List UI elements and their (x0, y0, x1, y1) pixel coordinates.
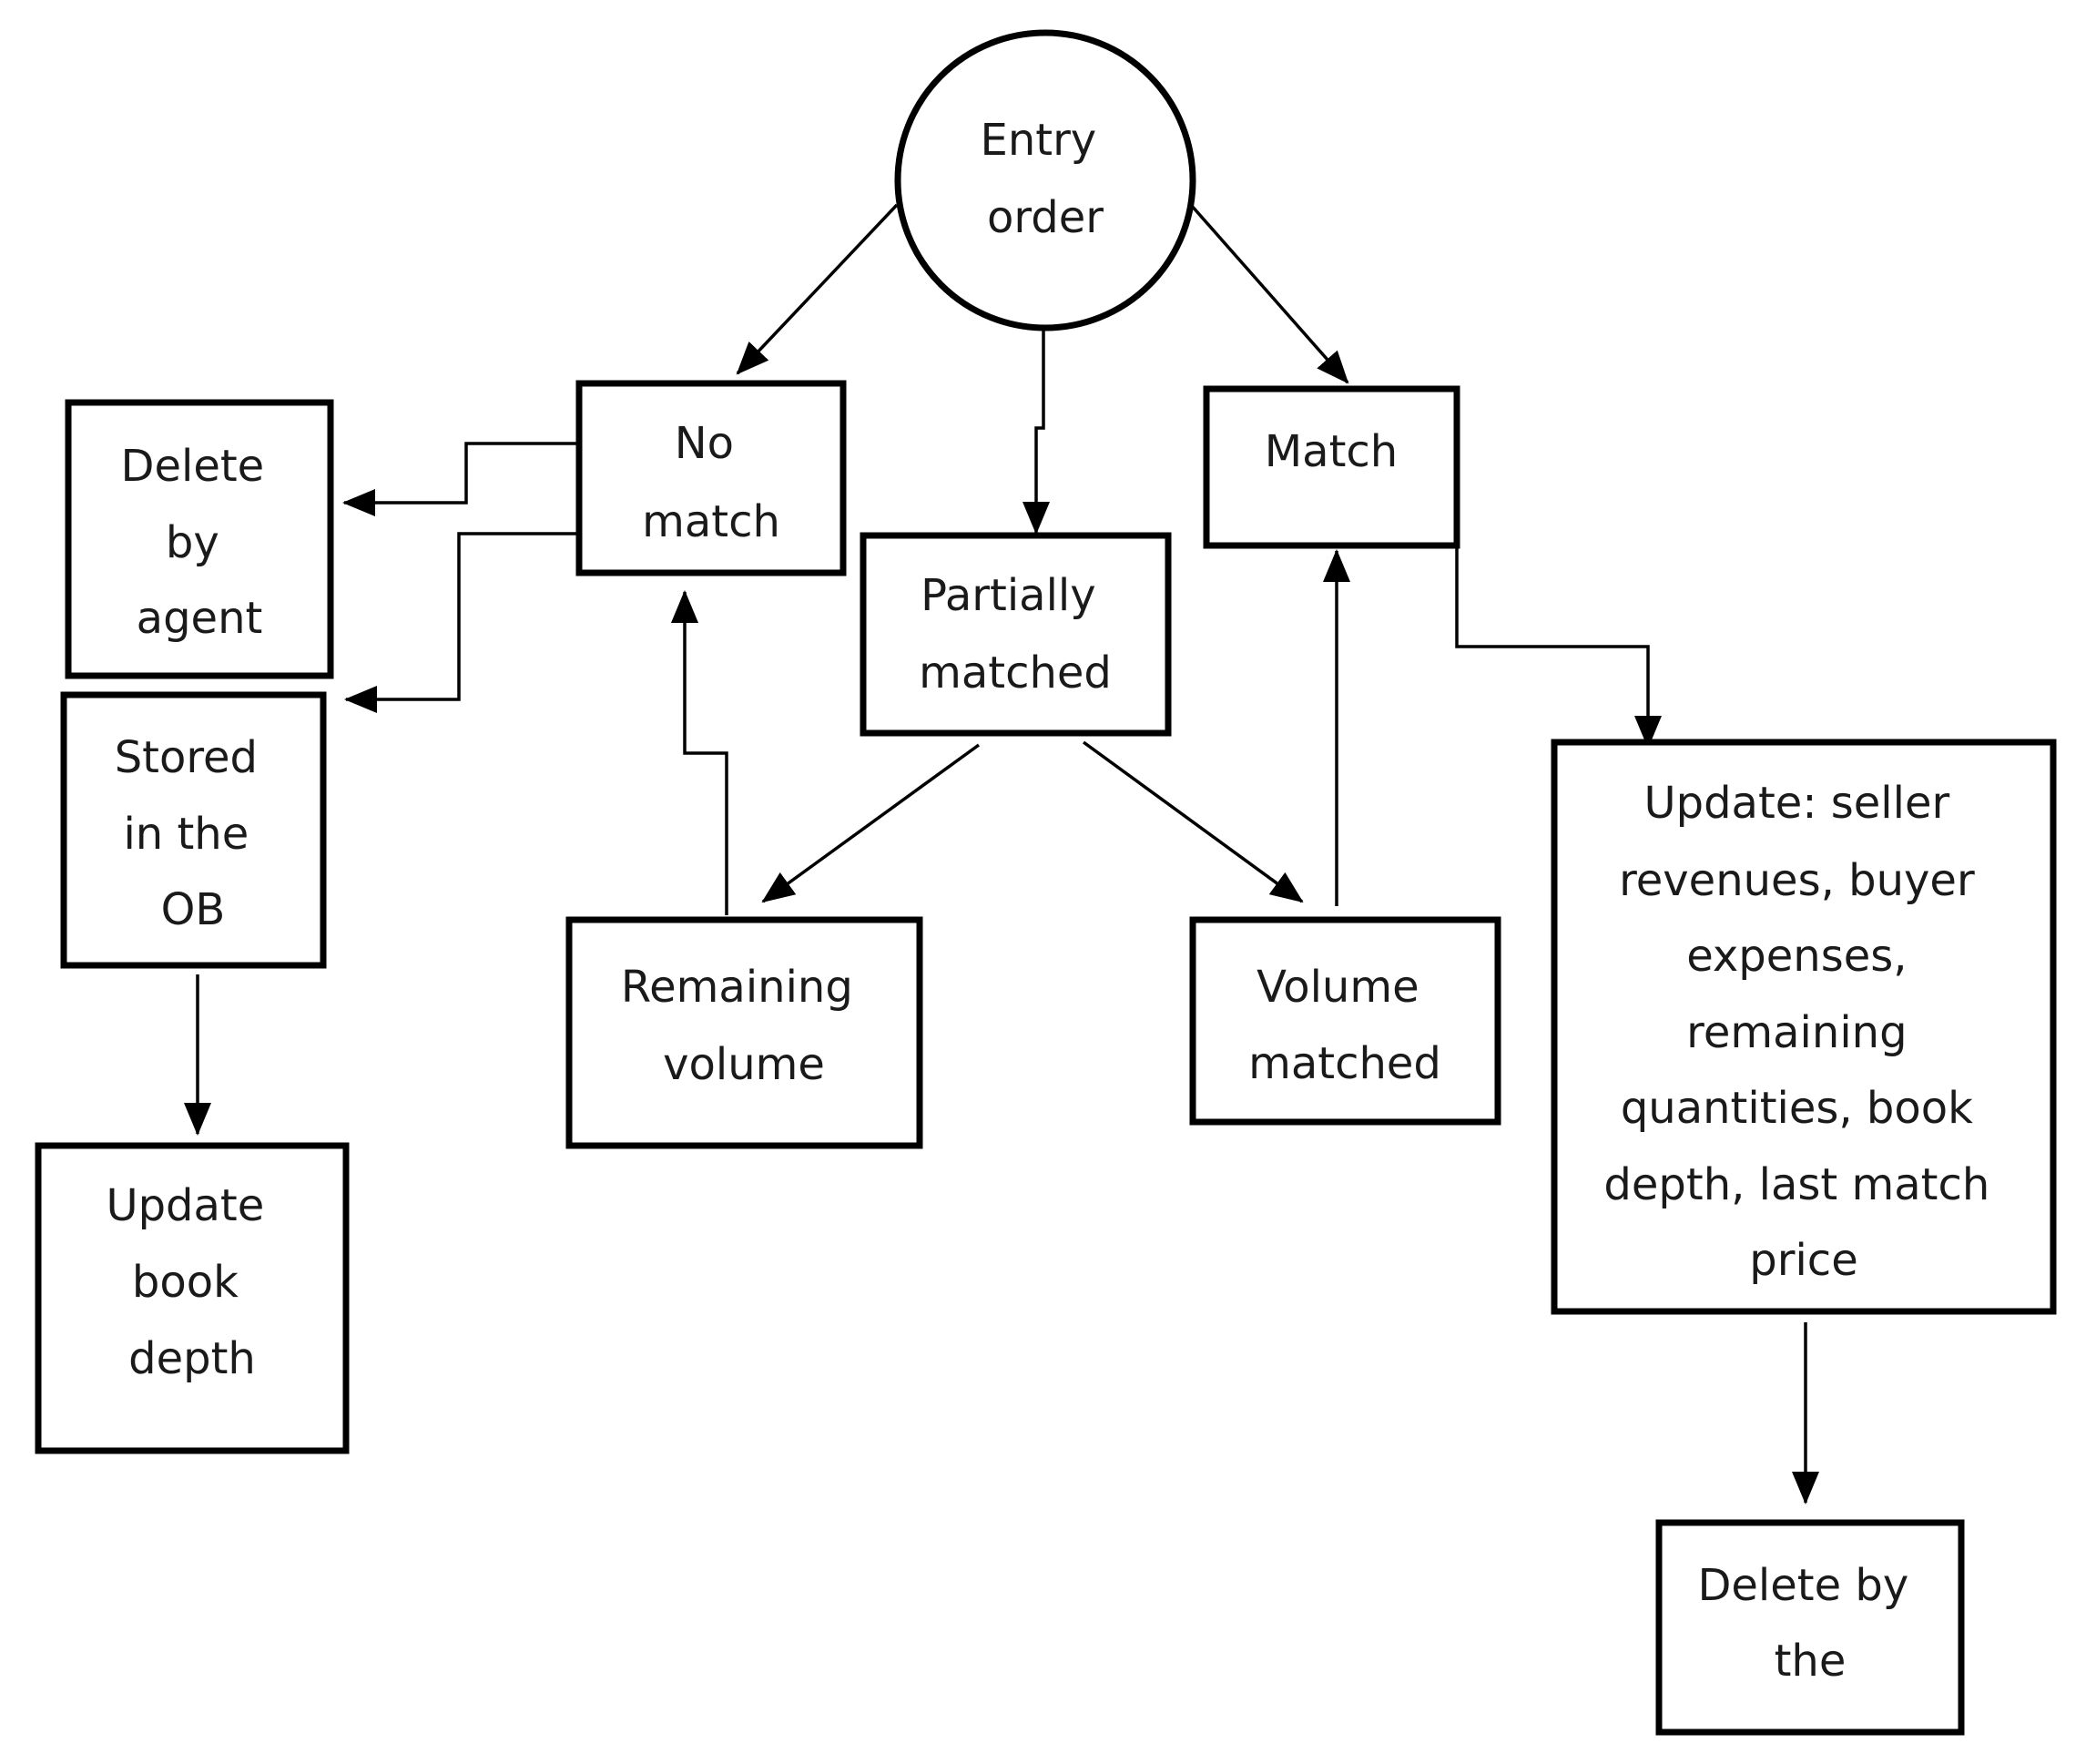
node-remaining-volume: Remaining volume (565, 916, 923, 1149)
update-book-depth-label: Update book depth (106, 1180, 278, 1384)
arrow-no-match-to-delete-by-agent (342, 442, 592, 516)
arrow-no-match-to-stored-in-ob (344, 532, 579, 713)
node-volume-matched: Volume matched (1189, 916, 1501, 1126)
partially-matched-label: Partially matched (919, 570, 1112, 698)
entry-order-label: Entry order (981, 115, 1111, 243)
update-summary-box (1551, 739, 2057, 1315)
node-no-match: No match (575, 380, 847, 576)
arrow-partially-to-remaining-volume (761, 743, 981, 903)
entry-order-circle (894, 29, 1196, 331)
volume-matched-label: Volume matched (1248, 962, 1441, 1089)
update-book-depth-box (35, 1142, 350, 1454)
node-delete-by-the: Delete by the (1655, 1519, 1965, 1736)
node-match: Match (1203, 385, 1460, 549)
node-entry-order: Entry order (894, 29, 1196, 331)
arrow-partially-to-volume-matched (1082, 740, 1304, 903)
node-update-summary: Update: seller revenues, buyer expenses,… (1551, 739, 2057, 1315)
stored-in-ob-box (60, 691, 327, 969)
arrow-entry-to-match (1189, 203, 1349, 384)
delete-by-the-label: Delete by the (1697, 1560, 1922, 1687)
update-summary-label: Update: seller revenues, buyer expenses,… (1603, 778, 2003, 1286)
node-delete-by-agent: Delete by agent (65, 399, 334, 679)
node-update-book-depth: Update book depth (35, 1142, 350, 1454)
node-partially-matched: Partially matched (860, 532, 1172, 737)
remaining-volume-box (565, 916, 923, 1149)
delete-by-agent-box (65, 399, 334, 679)
arrow-entry-to-no-match (736, 203, 899, 375)
delete-by-the-box (1655, 1519, 1965, 1736)
connectors (184, 203, 1819, 1504)
stored-in-ob-label: Stored in the OB (115, 732, 272, 935)
arrow-match-to-update-summary (1455, 548, 1662, 749)
match-box (1203, 385, 1460, 549)
node-stored-in-ob: Stored in the OB (60, 691, 327, 969)
arrow-remaining-volume-to-no-match (671, 590, 728, 915)
remaining-volume-label: Remaining volume (621, 962, 867, 1090)
match-label: Match (1265, 426, 1398, 477)
partially-matched-box (860, 532, 1172, 737)
delete-by-agent-label: Delete by agent (121, 441, 279, 644)
volume-matched-box (1189, 916, 1501, 1126)
arrow-entry-to-partially-matched (1023, 319, 1050, 535)
no-match-box (575, 380, 847, 576)
no-match-label: No match (642, 418, 780, 547)
